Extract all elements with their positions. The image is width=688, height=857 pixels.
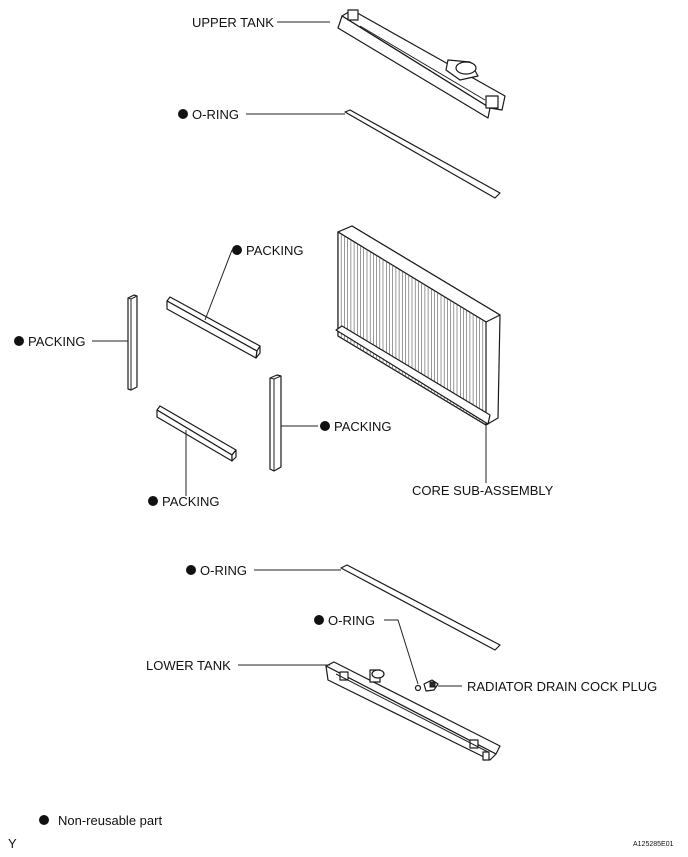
packing-bottom-label: PACKING bbox=[162, 494, 220, 509]
footer-left-code: Y bbox=[8, 836, 17, 851]
packing-top-label: PACKING bbox=[246, 243, 304, 258]
drain-cock-plug-part bbox=[423, 679, 439, 692]
packing-top-part bbox=[166, 296, 261, 359]
non-reusable-bullet-icon bbox=[320, 421, 330, 431]
non-reusable-bullet-icon bbox=[314, 615, 324, 625]
legend-bullet-icon bbox=[39, 815, 49, 825]
core-sub-assembly-part bbox=[335, 225, 501, 426]
non-reusable-bullet-icon bbox=[186, 565, 196, 575]
upper-tank-label: UPPER TANK bbox=[192, 15, 274, 30]
upper-tank-part bbox=[337, 9, 506, 119]
packing-left-part bbox=[127, 294, 138, 391]
lower-tank-part bbox=[325, 661, 501, 761]
packing-top-leader bbox=[204, 249, 233, 321]
lower-tank-label: LOWER TANK bbox=[146, 658, 231, 673]
legend-text: Non-reusable part bbox=[58, 813, 162, 828]
o-ring-top-label: O-RING bbox=[192, 107, 239, 122]
o-ring-small-leader bbox=[384, 619, 419, 685]
non-reusable-bullet-icon bbox=[148, 496, 158, 506]
o-ring-small-part bbox=[414, 684, 422, 692]
o-ring-small-label: O-RING bbox=[328, 613, 375, 628]
o-ring-top-part bbox=[344, 109, 501, 199]
o-ring-middle-label: O-RING bbox=[200, 563, 247, 578]
core-sub-assembly-label: CORE SUB-ASSEMBLY bbox=[412, 483, 554, 498]
drain-cock-plug-label: RADIATOR DRAIN COCK PLUG bbox=[467, 679, 657, 694]
o-ring-middle-part bbox=[340, 564, 501, 651]
packing-bottom-part bbox=[156, 405, 237, 462]
packing-right-label: PACKING bbox=[334, 419, 392, 434]
packing-left-label: PACKING bbox=[28, 334, 86, 349]
non-reusable-bullet-icon bbox=[178, 109, 188, 119]
non-reusable-bullet-icon bbox=[14, 336, 24, 346]
packing-right-part bbox=[269, 374, 282, 472]
non-reusable-bullet-icon bbox=[232, 245, 242, 255]
figure-id: A125285E01 bbox=[633, 841, 674, 848]
